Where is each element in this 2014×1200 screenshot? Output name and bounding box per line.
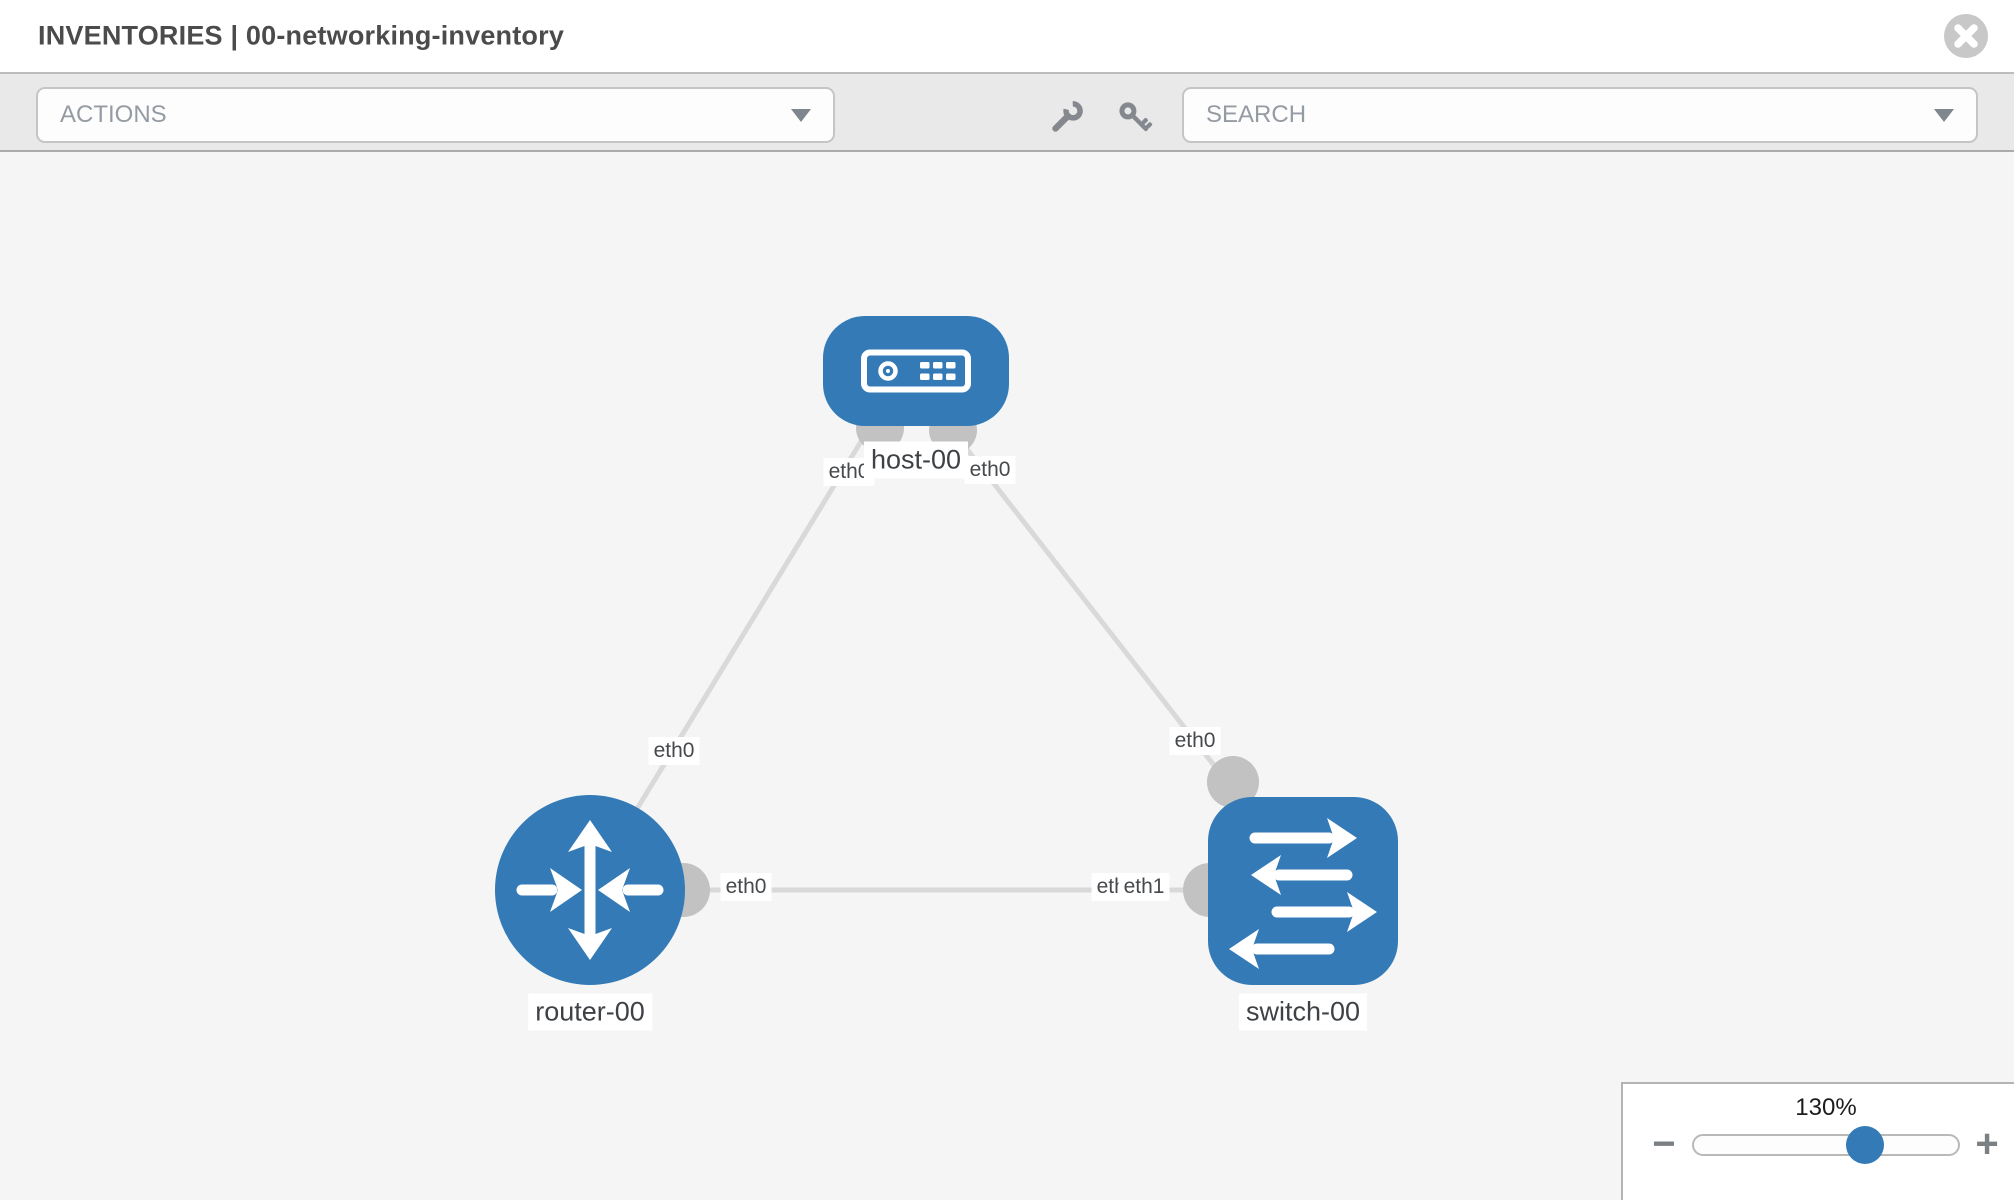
host-icon xyxy=(861,349,971,393)
interface-label: eth1 xyxy=(1118,873,1170,901)
key-icon xyxy=(1119,102,1153,132)
zoom-in-button[interactable]: + xyxy=(1965,1122,2009,1166)
router-icon xyxy=(516,820,664,960)
node-switch-00[interactable] xyxy=(1208,797,1398,985)
links-layer xyxy=(615,404,1259,917)
configure-button[interactable] xyxy=(1044,96,1088,140)
toolbar: ACTIONS SEARCH xyxy=(0,72,2014,152)
zoom-slider-thumb[interactable] xyxy=(1846,1126,1884,1164)
zoom-level-label: 130% xyxy=(1795,1094,1857,1121)
node-label-switch: switch-00 xyxy=(1238,993,1368,1031)
node-router-00[interactable] xyxy=(495,795,685,985)
search-dropdown-label: SEARCH xyxy=(1206,101,1307,128)
actions-dropdown-label: ACTIONS xyxy=(60,101,167,128)
zoom-panel: 130% − + xyxy=(1621,1082,2014,1200)
switch-icon xyxy=(1229,818,1377,969)
wrench-icon xyxy=(1052,101,1083,132)
close-button[interactable] xyxy=(1943,13,1989,59)
search-dropdown[interactable]: SEARCH xyxy=(1182,87,1978,143)
interface-label: eth0 xyxy=(720,873,772,901)
topology-canvas[interactable]: host-00 router-00 switch-00 eth0 eth0 et… xyxy=(0,152,2014,1200)
chevron-down-icon xyxy=(791,108,811,122)
key-button[interactable] xyxy=(1113,96,1157,140)
zoom-out-button[interactable]: − xyxy=(1642,1122,1686,1166)
interface-label: eth0 xyxy=(648,737,700,765)
interface-label: eth0 xyxy=(964,456,1016,484)
node-label-host: host-00 xyxy=(863,441,969,479)
node-label-router: router-00 xyxy=(528,993,652,1031)
close-icon xyxy=(1944,14,1988,58)
node-host-00[interactable] xyxy=(823,316,1009,426)
interface-dot xyxy=(1207,756,1259,808)
zoom-slider-track[interactable] xyxy=(1692,1126,1960,1164)
page-title: INVENTORIES | 00-networking-inventory xyxy=(38,20,565,51)
chevron-down-icon xyxy=(1934,108,1954,122)
interface-label: eth0 xyxy=(1169,727,1221,755)
link-host-router xyxy=(615,428,871,842)
actions-dropdown[interactable]: ACTIONS xyxy=(36,87,835,143)
header: INVENTORIES | 00-networking-inventory xyxy=(0,0,2014,72)
